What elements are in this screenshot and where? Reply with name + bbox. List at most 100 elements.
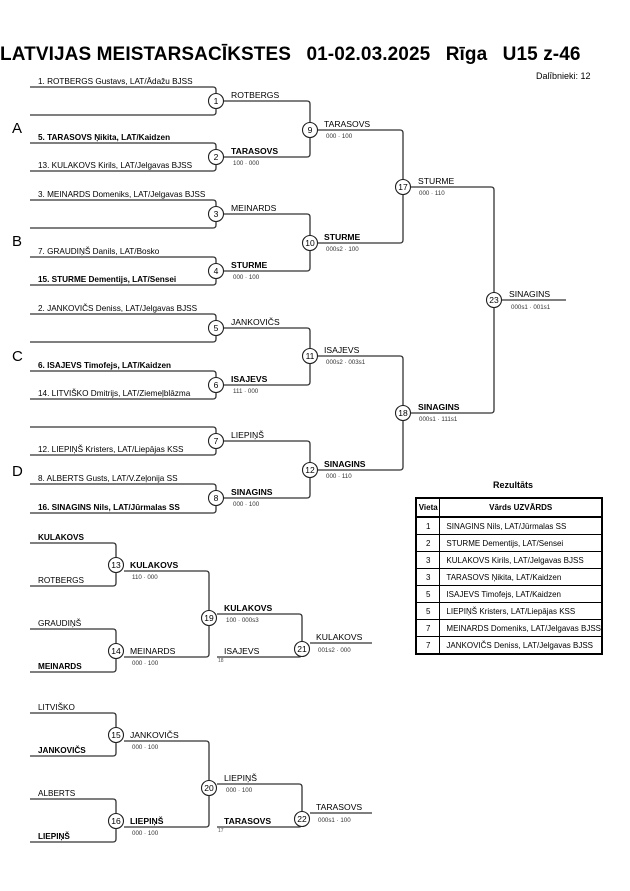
match-score: 000 · 100 (233, 501, 260, 508)
match-12-circle (301, 461, 319, 479)
match-winner: STURME (324, 232, 361, 242)
repechage-source-ref: 18 (218, 658, 224, 664)
match-22-circle (293, 810, 311, 828)
participant-count: Dalībnieki: 12 (536, 71, 591, 81)
entrant-name: 8. ALBERTS Gusts, LAT/V.Zeļonija SS (38, 474, 178, 483)
repechage-loser: TARASOVS (224, 816, 271, 826)
repechage-entrant: MEINARDS (38, 662, 82, 671)
result-place: 5 (415, 602, 441, 620)
result-place: 3 (415, 568, 441, 586)
results-header-row: Vieta Vārds UZVĀRDS (415, 497, 603, 518)
match-5-circle (207, 319, 225, 337)
match-15-circle (107, 726, 125, 744)
match-8-number: 8 (214, 493, 219, 503)
final-connector (411, 186, 495, 414)
round3-connector (318, 129, 404, 244)
match-4-circle (207, 262, 225, 280)
match-18-circle (394, 404, 412, 422)
match-10-circle (301, 234, 319, 252)
match-1-circle (207, 92, 225, 110)
result-name: TARASOVS Ņikita, LAT/Kaidzen (439, 568, 603, 586)
match-winner: ISAJEVS (324, 345, 360, 355)
match-5-number: 5 (214, 323, 219, 333)
results-header-name: Vārds UZVĀRDS (439, 497, 603, 518)
bronze-score: 001s2 · 000 (318, 647, 351, 654)
match-6-number: 6 (214, 380, 219, 390)
match-16-number: 16 (111, 816, 121, 826)
group-label: A (12, 120, 22, 137)
entrant-connector (30, 313, 217, 343)
repechage-entrant: LIEPIŅŠ (38, 830, 70, 841)
match-score: 110 · 000 (132, 574, 158, 581)
match-winner: JANKOVIČS (231, 317, 280, 327)
result-place: 7 (415, 636, 441, 655)
match-score: 000 · 100 (132, 744, 159, 751)
match-winner: ISAJEVS (231, 374, 268, 384)
match-7-number: 7 (214, 436, 219, 446)
match-winner: MEINARDS (231, 203, 277, 213)
repechage-entrant: JANKOVIČS (38, 744, 86, 755)
result-place: 5 (415, 585, 441, 603)
entrant-name: 5. TARASOVS Ņikita, LAT/Kaidzen (38, 133, 170, 142)
match-20-number: 20 (204, 783, 214, 793)
match-score: 000s1 · 111s1 (419, 416, 458, 423)
entrant-name: 1. ROTBERGS Gustavs, LAT/Ādažu BJSS (38, 76, 193, 86)
match-score: 000 · 100 (226, 787, 253, 794)
match-9-number: 9 (308, 125, 313, 135)
match-15-number: 15 (111, 730, 121, 740)
match-13-number: 13 (111, 560, 121, 570)
match-11-circle (301, 347, 319, 365)
result-name: STURME Dementijs, LAT/Sensei (439, 534, 603, 552)
match-score: 100 · 000 (233, 160, 260, 167)
match-7-circle (207, 432, 225, 450)
match-score: 000 · 100 (326, 133, 353, 140)
entrant-name: 3. MEINARDS Domeniks, LAT/Jelgavas BJSS (38, 190, 206, 199)
round3-connector (318, 355, 404, 471)
match-winner: SINAGINS (324, 459, 366, 469)
bronze-winner: TARASOVS (316, 802, 362, 812)
match-23-number: 23 (489, 295, 499, 305)
result-name: SINAGINS Nils, LAT/Jūrmalas SS (439, 516, 603, 535)
entrant-name: 2. JANKOVIČS Deniss, LAT/Jelgavas BJSS (38, 303, 198, 313)
match-8-circle (207, 489, 225, 507)
match-3-number: 3 (214, 209, 219, 219)
result-place: 2 (415, 534, 441, 552)
entrant-name: 12. LIEPIŅŠ Kristers, LAT/Liepājas KSS (38, 444, 184, 454)
result-name: KULAKOVS Kirils, LAT/Jelgavas BJSS (439, 551, 603, 569)
entrant-name: 15. STURME Dementijs, LAT/Sensei (38, 275, 176, 284)
match-13-circle (107, 556, 125, 574)
entrant-name: 13. KULAKOVS Kirils, LAT/Jelgavas BJSS (38, 161, 193, 170)
match-11-number: 11 (306, 351, 315, 361)
match-winner: TARASOVS (231, 146, 278, 156)
bronze-score: 000s1 · 100 (318, 817, 351, 824)
match-2-circle (207, 148, 225, 166)
results-title: Rezultāts (492, 480, 533, 490)
entrant-name: 6. ISAJEVS Timofejs, LAT/Kaidzen (38, 361, 171, 370)
match-winner: KULAKOVS (224, 603, 272, 613)
match-score: 000s2 · 100 (326, 246, 359, 253)
match-9-circle (301, 121, 319, 139)
repechage-entrant: ALBERTS (38, 789, 76, 798)
match-winner: ROTBERGS (231, 90, 279, 100)
match-score: 000 · 100 (132, 660, 159, 667)
match-20-circle (200, 779, 218, 797)
repechage-source-ref: 17 (218, 828, 224, 834)
result-place: 1 (415, 516, 441, 535)
match-19-circle (200, 609, 218, 627)
match-10-number: 10 (305, 238, 315, 248)
match-22-number: 22 (297, 814, 307, 824)
match-winner: MEINARDS (130, 646, 176, 656)
repechage-entrant: GRAUDIŅŠ (38, 618, 82, 628)
match-21-circle (293, 640, 311, 658)
title-date: 01-02.03.2025 (306, 44, 431, 65)
result-place: 3 (415, 551, 441, 569)
